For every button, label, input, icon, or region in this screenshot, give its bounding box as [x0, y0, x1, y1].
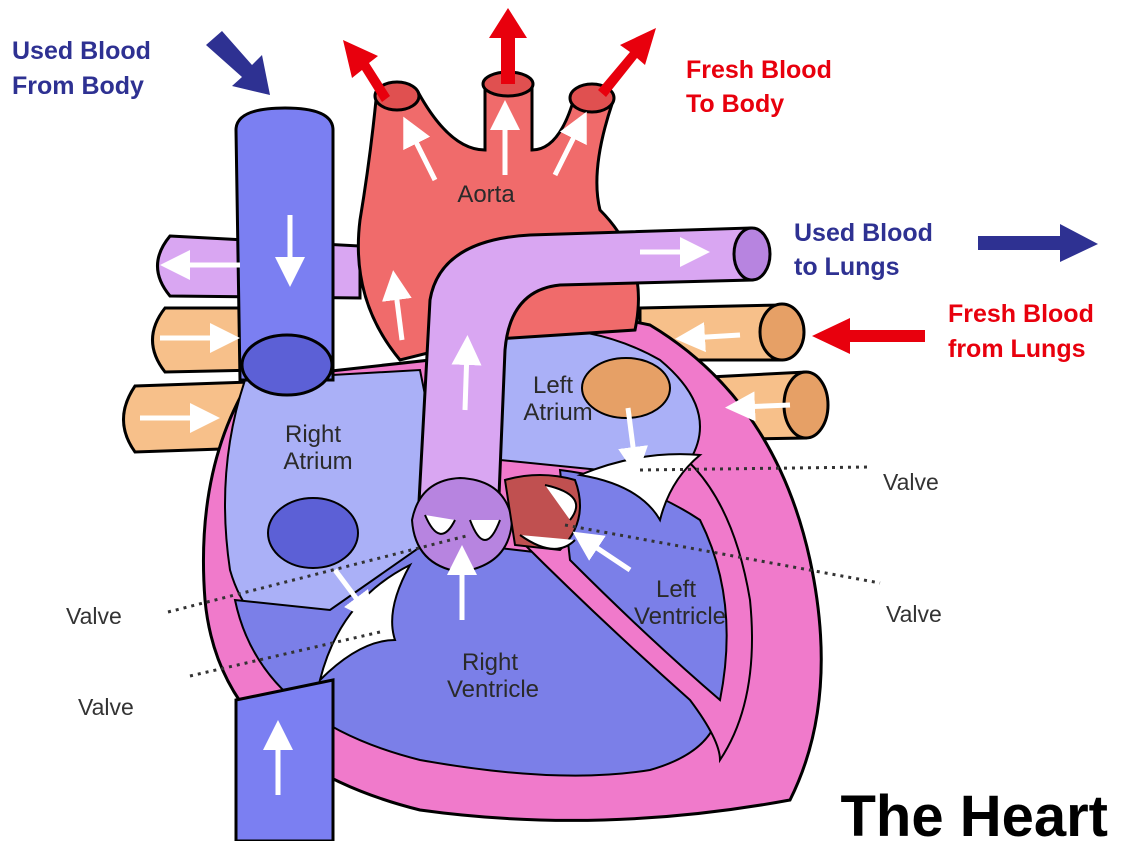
left-ventricle-label-line1: Left	[656, 576, 696, 603]
left-atrium-label-line1: Left	[533, 372, 573, 399]
used-blood-from-body-line2: From Body	[12, 72, 144, 100]
used-blood-to-lungs-line2: to Lungs	[794, 253, 900, 281]
valve-label-mid-right: Valve	[886, 601, 942, 627]
valve-label-left-upper: Valve	[66, 603, 122, 629]
used-blood-arrows	[206, 31, 1098, 262]
left-ventricle-label-line2: Ventricle	[634, 603, 726, 630]
fresh-blood-from-lungs-line1: Fresh Blood	[948, 300, 1094, 328]
used-blood-from-body-line1: Used Blood	[12, 37, 151, 65]
fresh-blood-to-body-line1: Fresh Blood	[686, 56, 832, 84]
fresh-blood-from-lungs-line2: from Lungs	[948, 335, 1086, 363]
right-atrium-opening	[268, 498, 358, 568]
valve-label-top-right: Valve	[883, 469, 939, 495]
used-blood-to-lungs-line1: Used Blood	[794, 219, 933, 247]
valve-label-left-lower: Valve	[78, 694, 134, 720]
right-atrium-label-line2: Atrium	[283, 448, 352, 475]
diagram-title: The Heart	[840, 784, 1108, 841]
fresh-blood-to-body-line2: To Body	[686, 90, 784, 118]
right-atrium-label-line1: Right	[285, 421, 341, 448]
left-atrium-label-line2: Atrium	[523, 399, 592, 426]
right-ventricle-label-line2: Ventricle	[447, 676, 539, 703]
aorta-label: Aorta	[457, 181, 515, 208]
right-ventricle-label-line1: Right	[462, 649, 518, 676]
